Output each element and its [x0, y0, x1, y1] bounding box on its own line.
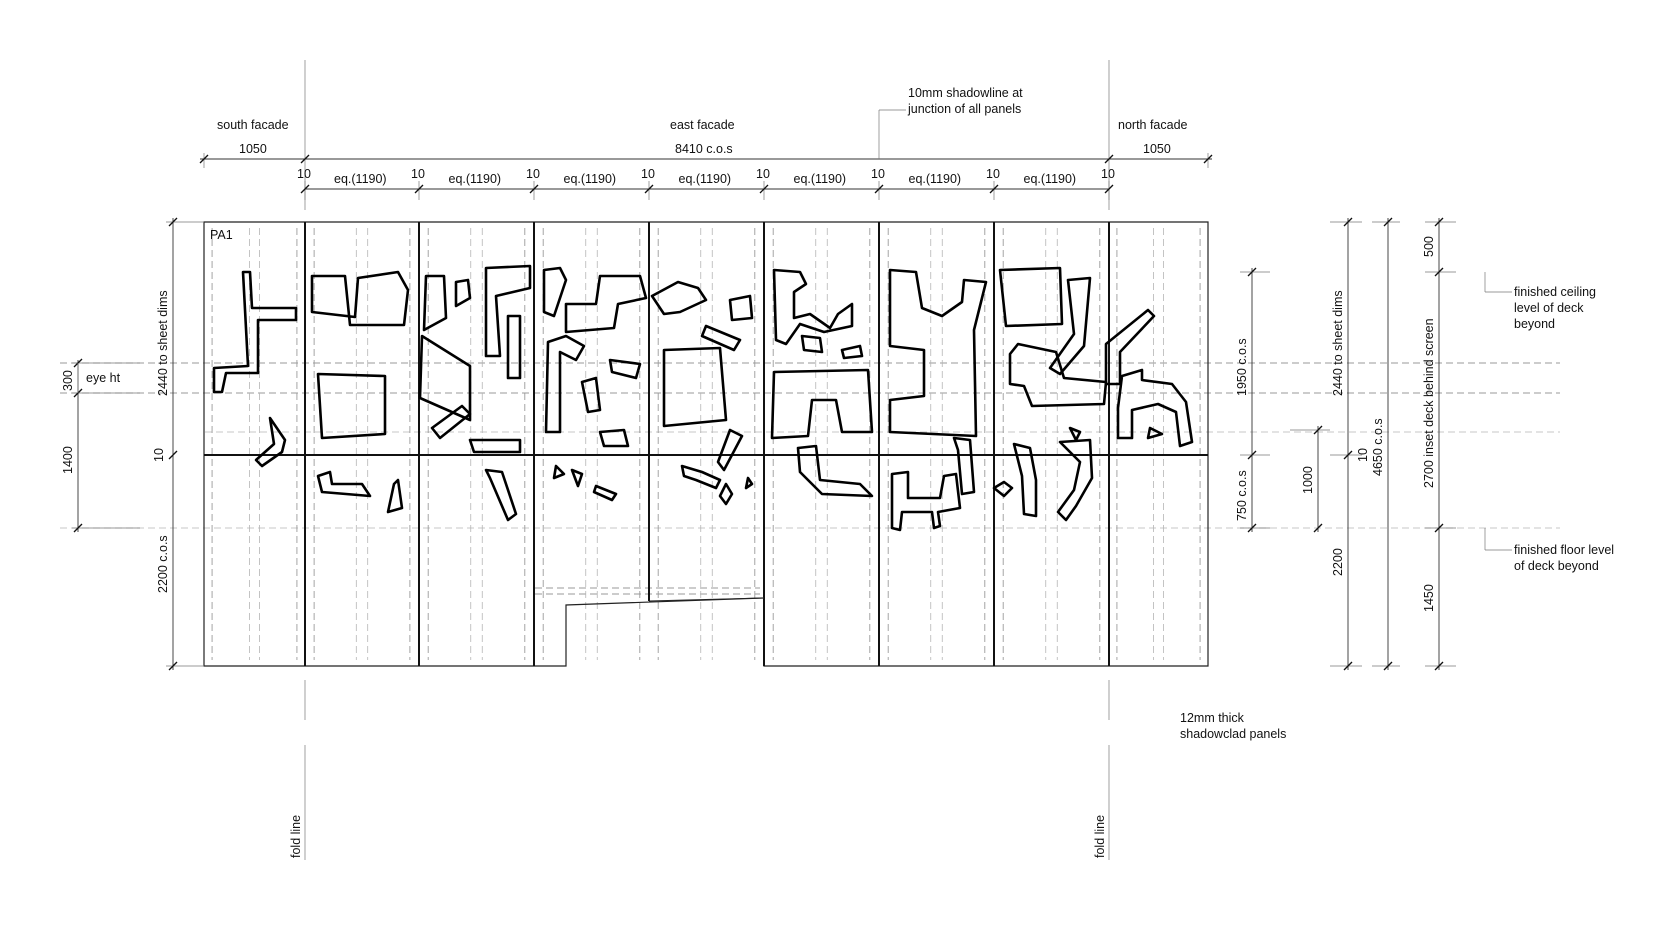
cutout-pattern: [212, 264, 1194, 532]
top-dimensions: south facade east facade north facade 10…: [199, 86, 1213, 200]
panel-width-dim: eq.(1190): [794, 172, 847, 186]
panel-dim-tick: [874, 184, 884, 194]
south-width-dim: 1050: [239, 142, 267, 156]
right-window-dim: 1000: [1301, 466, 1315, 494]
north-width-dim: 1050: [1143, 142, 1171, 156]
fold-line-right-label: fold line: [1093, 815, 1107, 858]
left-dimensions: 2440 to sheet dims 2200 c.o.s 10 300 140…: [61, 217, 204, 671]
panel-width-dim: eq.(1190): [909, 172, 962, 186]
right-inset-deck-dim: 2700 inset deck behind screen: [1422, 318, 1436, 488]
right-overall-dim: 4650 c.o.s: [1371, 418, 1385, 476]
panel-width-dim: eq.(1190): [449, 172, 502, 186]
panel-width-dim: eq.(1190): [1024, 172, 1077, 186]
shadowline-note-line2: junction of all panels: [907, 102, 1021, 116]
north-facade-label: north facade: [1118, 118, 1188, 132]
left-joint-dim: 10: [152, 448, 166, 462]
right-cos-upper-dim: 1950 c.o.s: [1235, 338, 1249, 396]
panel-width-dim: eq.(1190): [564, 172, 617, 186]
panel-gap-dim: 10: [641, 167, 655, 181]
south-facade-label: south facade: [217, 118, 289, 132]
panel-gap-dim: 10: [1101, 167, 1115, 181]
ceiling-note-line2: level of deck: [1514, 301, 1584, 315]
panel-note-line1: 12mm thick: [1180, 711, 1245, 725]
right-sheet-upper-dim: 2440 to sheet dims: [1331, 290, 1345, 396]
fold-lines: fold line fold line: [289, 60, 1110, 860]
right-cos-lower-dim: 750 c.o.s: [1235, 470, 1249, 521]
panel-dim-tick: [759, 184, 769, 194]
panel-gap-dim: 10: [756, 167, 770, 181]
panel-dim-tick: [529, 184, 539, 194]
right-sheet-lower-dim: 2200: [1331, 548, 1345, 576]
floor-note-line1: finished floor level: [1514, 543, 1614, 557]
panel-gap-dim: 10: [986, 167, 1000, 181]
eye-offset-dim: 300: [61, 370, 75, 391]
ceiling-note-line1: finished ceiling: [1514, 285, 1596, 299]
shadowline-note-line1: 10mm shadowline at: [908, 86, 1023, 100]
right-dimensions: 1950 c.o.s 750 c.o.s 1000 2440 to sheet …: [1235, 217, 1614, 671]
panel-dim-tick: [644, 184, 654, 194]
east-width-dim: 8410 c.o.s: [675, 142, 733, 156]
panel-note-line2: shadowclad panels: [1180, 727, 1286, 741]
panel-dim-tick: [300, 184, 310, 194]
right-ceiling-gap-dim: 500: [1422, 236, 1436, 257]
east-facade-label: east facade: [670, 118, 735, 132]
eye-height-dim: 1400: [61, 446, 75, 474]
panel-dim-tick: [1104, 184, 1114, 194]
panel-width-dim: eq.(1190): [679, 172, 732, 186]
fold-line-left-label: fold line: [289, 815, 303, 858]
left-sheet-lower-dim: 2200 c.o.s: [156, 535, 170, 593]
floor-note-line2: of deck beyond: [1514, 559, 1599, 573]
panel-dim-tick: [989, 184, 999, 194]
panel-width-dim: eq.(1190): [334, 172, 387, 186]
panel-gap-dim: 10: [411, 167, 425, 181]
panel-dim-tick: [414, 184, 424, 194]
ceiling-note-line3: beyond: [1514, 317, 1555, 331]
right-joint-dim: 10: [1356, 448, 1370, 462]
panel-gap-dim: 10: [297, 167, 311, 181]
panel-gap-dim: 10: [526, 167, 540, 181]
left-sheet-upper-dim: 2440 to sheet dims: [156, 290, 170, 396]
eye-height-label: eye ht: [86, 371, 121, 385]
panel-grid: [203, 221, 1209, 667]
panel-tag: PA1: [210, 228, 233, 242]
panel-gap-dim: 10: [871, 167, 885, 181]
right-floor-gap-dim: 1450: [1422, 584, 1436, 612]
